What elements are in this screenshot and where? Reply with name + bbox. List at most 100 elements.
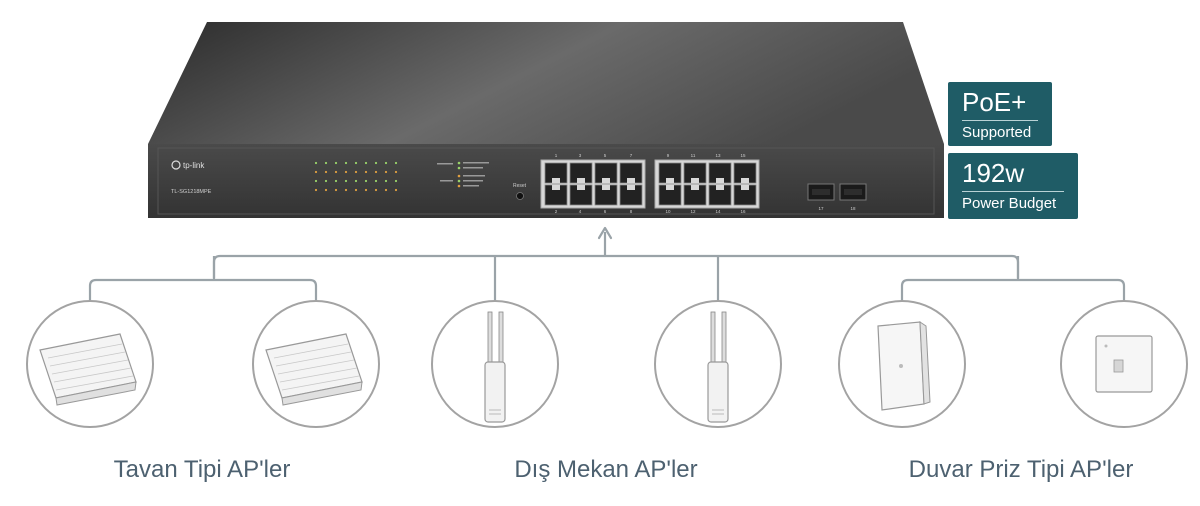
status-led — [344, 179, 348, 183]
rj45-port — [619, 162, 643, 184]
rj45-port — [594, 162, 618, 184]
status-led — [384, 179, 388, 183]
status-led — [394, 170, 398, 174]
port-number: 6 — [604, 209, 607, 214]
port-number: 4 — [579, 209, 582, 214]
rj45-port — [619, 184, 643, 206]
port-number: 14 — [715, 209, 721, 214]
status-led — [334, 188, 338, 192]
device-circle-outdoor-1 — [431, 300, 559, 428]
outdoor-ap-icon — [707, 311, 729, 423]
reset-button — [516, 192, 524, 200]
uplink-arrow-icon — [597, 226, 613, 240]
reset-label: Reset — [513, 183, 527, 189]
status-led — [374, 188, 378, 192]
rj45-port — [544, 184, 568, 206]
status-led — [334, 179, 338, 183]
status-led — [364, 161, 368, 165]
device-circle-ceiling-2 — [252, 300, 380, 428]
port-number: 16 — [740, 209, 746, 214]
rj45-port — [569, 162, 593, 184]
port-number: 11 — [691, 153, 696, 158]
poe-plus-badge: PoE+ Supported — [948, 82, 1052, 146]
rj45-port — [733, 184, 757, 206]
switch-brand: tp-link — [183, 161, 205, 170]
sfp-number: 17 — [818, 206, 824, 211]
rj45-port — [658, 162, 682, 184]
status-led — [344, 188, 348, 192]
status-led — [344, 161, 348, 165]
ceiling-ap-icon — [265, 333, 363, 406]
main-bus-line — [212, 254, 1020, 278]
rj45-port — [683, 184, 707, 206]
port-number: 7 — [630, 153, 633, 158]
port-number: 2 — [555, 209, 558, 214]
poe-plus-subtitle: Supported — [962, 124, 1032, 141]
status-led — [344, 170, 348, 174]
switch-top-panel — [148, 22, 944, 144]
status-led — [354, 179, 358, 183]
status-led — [324, 161, 328, 165]
rj45-port-block — [540, 159, 760, 209]
rj45-port — [683, 162, 707, 184]
port-number: 3 — [579, 153, 582, 158]
wall-group-line — [900, 256, 1126, 302]
port-number: 10 — [665, 209, 671, 214]
status-led — [384, 161, 388, 165]
connection-lines — [88, 226, 1126, 302]
port-number: 8 — [630, 209, 633, 214]
rj45-port — [594, 184, 618, 206]
status-led — [374, 170, 378, 174]
status-led — [324, 179, 328, 183]
outdoor-group-line — [493, 256, 720, 302]
status-led — [334, 170, 338, 174]
rj45-port — [569, 184, 593, 206]
status-led — [384, 188, 388, 192]
status-led — [314, 161, 318, 165]
rj45-port — [544, 162, 568, 184]
badge-divider — [962, 191, 1064, 192]
power-budget-badge: 192w Power Budget — [948, 153, 1078, 219]
status-led — [314, 179, 318, 183]
port-number: 15 — [740, 153, 746, 158]
status-led — [324, 188, 328, 192]
wall-plate-ap-icon — [877, 321, 931, 411]
power-budget-label: Power Budget — [962, 195, 1057, 212]
port-number: 13 — [715, 153, 721, 158]
status-led — [334, 161, 338, 165]
power-budget-value: 192w — [962, 158, 1025, 188]
status-led — [364, 179, 368, 183]
bottom-port-numbers: 2 4 6 8 10 12 14 16 — [555, 209, 746, 214]
ceiling-group-line — [88, 256, 318, 302]
top-port-numbers: 1 3 5 7 9 11 13 15 — [555, 153, 746, 158]
status-led-legend — [437, 161, 489, 188]
port-number: 12 — [690, 209, 696, 214]
device-circle-wall-2 — [1060, 300, 1188, 428]
rj45-port — [708, 184, 732, 206]
device-circle-ceiling-1 — [26, 300, 154, 428]
rj45-port — [733, 162, 757, 184]
poe-plus-title: PoE+ — [962, 87, 1027, 117]
ceiling-ap-icon — [39, 333, 137, 406]
badge-divider — [962, 120, 1038, 121]
status-led — [374, 161, 378, 165]
port-number: 5 — [604, 153, 607, 158]
status-led — [314, 188, 318, 192]
status-led — [324, 170, 328, 174]
status-led — [384, 170, 388, 174]
port-number: 1 — [555, 153, 558, 158]
port-number: 9 — [667, 153, 670, 158]
status-led — [374, 179, 378, 183]
status-led — [354, 170, 358, 174]
wall-plate-ap-icon — [1095, 335, 1153, 393]
poe-switch: tp-link TL-SG1218MPE Reset 1 3 — [148, 22, 944, 218]
rj45-port — [708, 162, 732, 184]
status-led — [354, 161, 358, 165]
device-circle-outdoor-2 — [654, 300, 782, 428]
rj45-port — [658, 184, 682, 206]
status-led — [394, 161, 398, 165]
device-circle-wall-1 — [838, 300, 966, 428]
status-led — [364, 170, 368, 174]
status-led — [394, 188, 398, 192]
